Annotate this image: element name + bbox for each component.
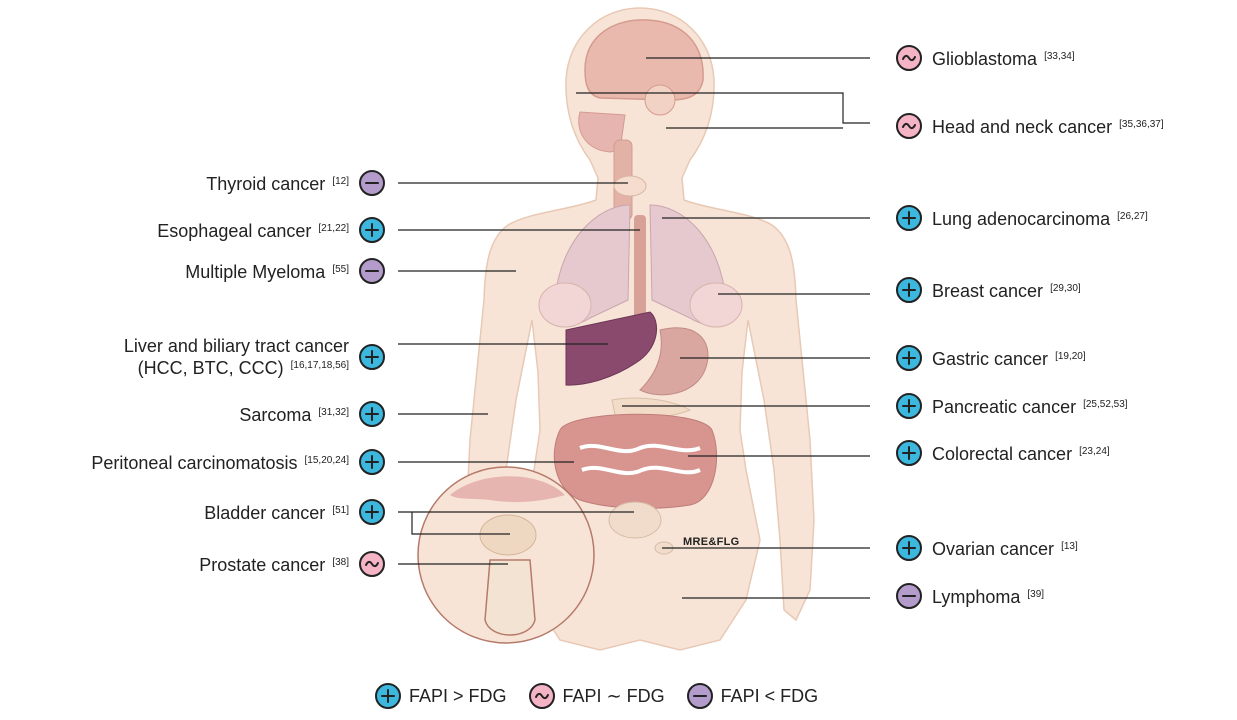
reference: [19,20] [1055, 351, 1086, 362]
thyroid-shape [614, 176, 646, 196]
label-colorectal: Colorectal cancer [23,24] [896, 440, 1110, 466]
reference: [15,20,24] [305, 455, 349, 466]
minus-marker-icon [896, 583, 922, 609]
label-text: Head and neck cancer [35,36,37] [932, 115, 1164, 137]
label-text: Ovarian cancer [13] [932, 537, 1078, 559]
reference: [33,34] [1044, 51, 1075, 62]
reference: [21,22] [318, 223, 349, 234]
label-bladder: Bladder cancer [51] [204, 499, 385, 525]
reference: [35,36,37] [1119, 119, 1163, 130]
label-text: Colorectal cancer [23,24] [932, 442, 1110, 464]
inset-prostate [485, 560, 535, 635]
label-headneck: Head and neck cancer [35,36,37] [896, 113, 1164, 139]
label-text: Thyroid cancer [12] [206, 172, 349, 194]
label-text: Gastric cancer [19,20] [932, 347, 1086, 369]
label-thyroid: Thyroid cancer [12] [206, 170, 385, 196]
legend-item-tilde: FAPI ∼ FDG [529, 683, 665, 709]
tilde-marker-icon [896, 45, 922, 71]
reference: [29,30] [1050, 283, 1081, 294]
tilde-marker-icon [359, 551, 385, 577]
label-glioblastoma: Glioblastoma [33,34] [896, 45, 1075, 71]
label-myeloma: Multiple Myeloma [55] [185, 258, 385, 284]
legend-text: FAPI < FDG [721, 686, 819, 707]
right-breast-shape [690, 283, 742, 327]
reference: [25,52,53] [1083, 399, 1127, 410]
plus-marker-icon [896, 277, 922, 303]
watermark: MRE&FLG [683, 536, 739, 548]
legend: FAPI > FDG FAPI ∼ FDG FAPI < FDG [375, 683, 840, 709]
minus-legend-icon [687, 683, 713, 709]
label-gastric: Gastric cancer [19,20] [896, 345, 1086, 371]
plus-marker-icon [359, 401, 385, 427]
bladder-shape [609, 502, 661, 538]
label-text: Sarcoma [31,32] [239, 403, 349, 425]
label-text: Glioblastoma [33,34] [932, 47, 1075, 69]
reference: [55] [332, 264, 349, 275]
label-text: Prostate cancer [38] [199, 553, 349, 575]
reference: [51] [332, 505, 349, 516]
intestine-shape [554, 414, 716, 508]
label-prostate: Prostate cancer [38] [199, 551, 385, 577]
reference: [13] [1061, 541, 1078, 552]
label-breast: Breast cancer [29,30] [896, 277, 1081, 303]
plus-legend-icon [375, 683, 401, 709]
left-breast-shape [539, 283, 591, 327]
tilde-legend-icon [529, 683, 555, 709]
reference: [16,17,18,56] [291, 360, 349, 371]
reference: [38] [332, 557, 349, 568]
legend-item-plus: FAPI > FDG [375, 683, 507, 709]
label-text: Bladder cancer [51] [204, 501, 349, 523]
legend-item-minus: FAPI < FDG [687, 683, 819, 709]
reference: [31,32] [318, 407, 349, 418]
reference: [39] [1027, 589, 1044, 600]
minus-marker-icon [359, 170, 385, 196]
label-esophageal: Esophageal cancer [21,22] [157, 217, 385, 243]
label-sarcoma: Sarcoma [31,32] [239, 401, 385, 427]
label-text: Lung adenocarcinoma [26,27] [932, 207, 1148, 229]
reference: [23,24] [1079, 446, 1110, 457]
label-liver: Liver and biliary tract cancer(HCC, BTC,… [124, 336, 385, 378]
plus-marker-icon [359, 217, 385, 243]
reference: [12] [332, 176, 349, 187]
legend-text: FAPI > FDG [409, 686, 507, 707]
plus-marker-icon [359, 499, 385, 525]
label-pancreatic: Pancreatic cancer [25,52,53] [896, 393, 1128, 419]
label-text-line1: Liver and biliary tract cancer [124, 336, 349, 356]
label-text: Peritoneal carcinomatosis [15,20,24] [91, 451, 349, 473]
plus-marker-icon [896, 345, 922, 371]
inset-bladder [480, 515, 536, 555]
plus-marker-icon [359, 344, 385, 370]
label-peritoneal: Peritoneal carcinomatosis [15,20,24] [91, 449, 385, 475]
label-text: Multiple Myeloma [55] [185, 260, 349, 282]
legend-text: FAPI ∼ FDG [563, 686, 665, 707]
plus-marker-icon [896, 535, 922, 561]
label-text: Esophageal cancer [21,22] [157, 219, 349, 241]
label-lung: Lung adenocarcinoma [26,27] [896, 205, 1148, 231]
plus-marker-icon [359, 449, 385, 475]
label-text: (HCC, BTC, CCC) [16,17,18,56] [138, 356, 349, 378]
minus-marker-icon [359, 258, 385, 284]
label-text: Lymphoma [39] [932, 585, 1044, 607]
label-ovarian: Ovarian cancer [13] [896, 535, 1078, 561]
tilde-marker-icon [896, 113, 922, 139]
plus-marker-icon [896, 440, 922, 466]
reference: [26,27] [1117, 211, 1148, 222]
cerebellum-shape [645, 85, 675, 115]
label-text: Pancreatic cancer [25,52,53] [932, 395, 1128, 417]
plus-marker-icon [896, 205, 922, 231]
plus-marker-icon [896, 393, 922, 419]
label-text: Breast cancer [29,30] [932, 279, 1081, 301]
label-lymphoma: Lymphoma [39] [896, 583, 1044, 609]
